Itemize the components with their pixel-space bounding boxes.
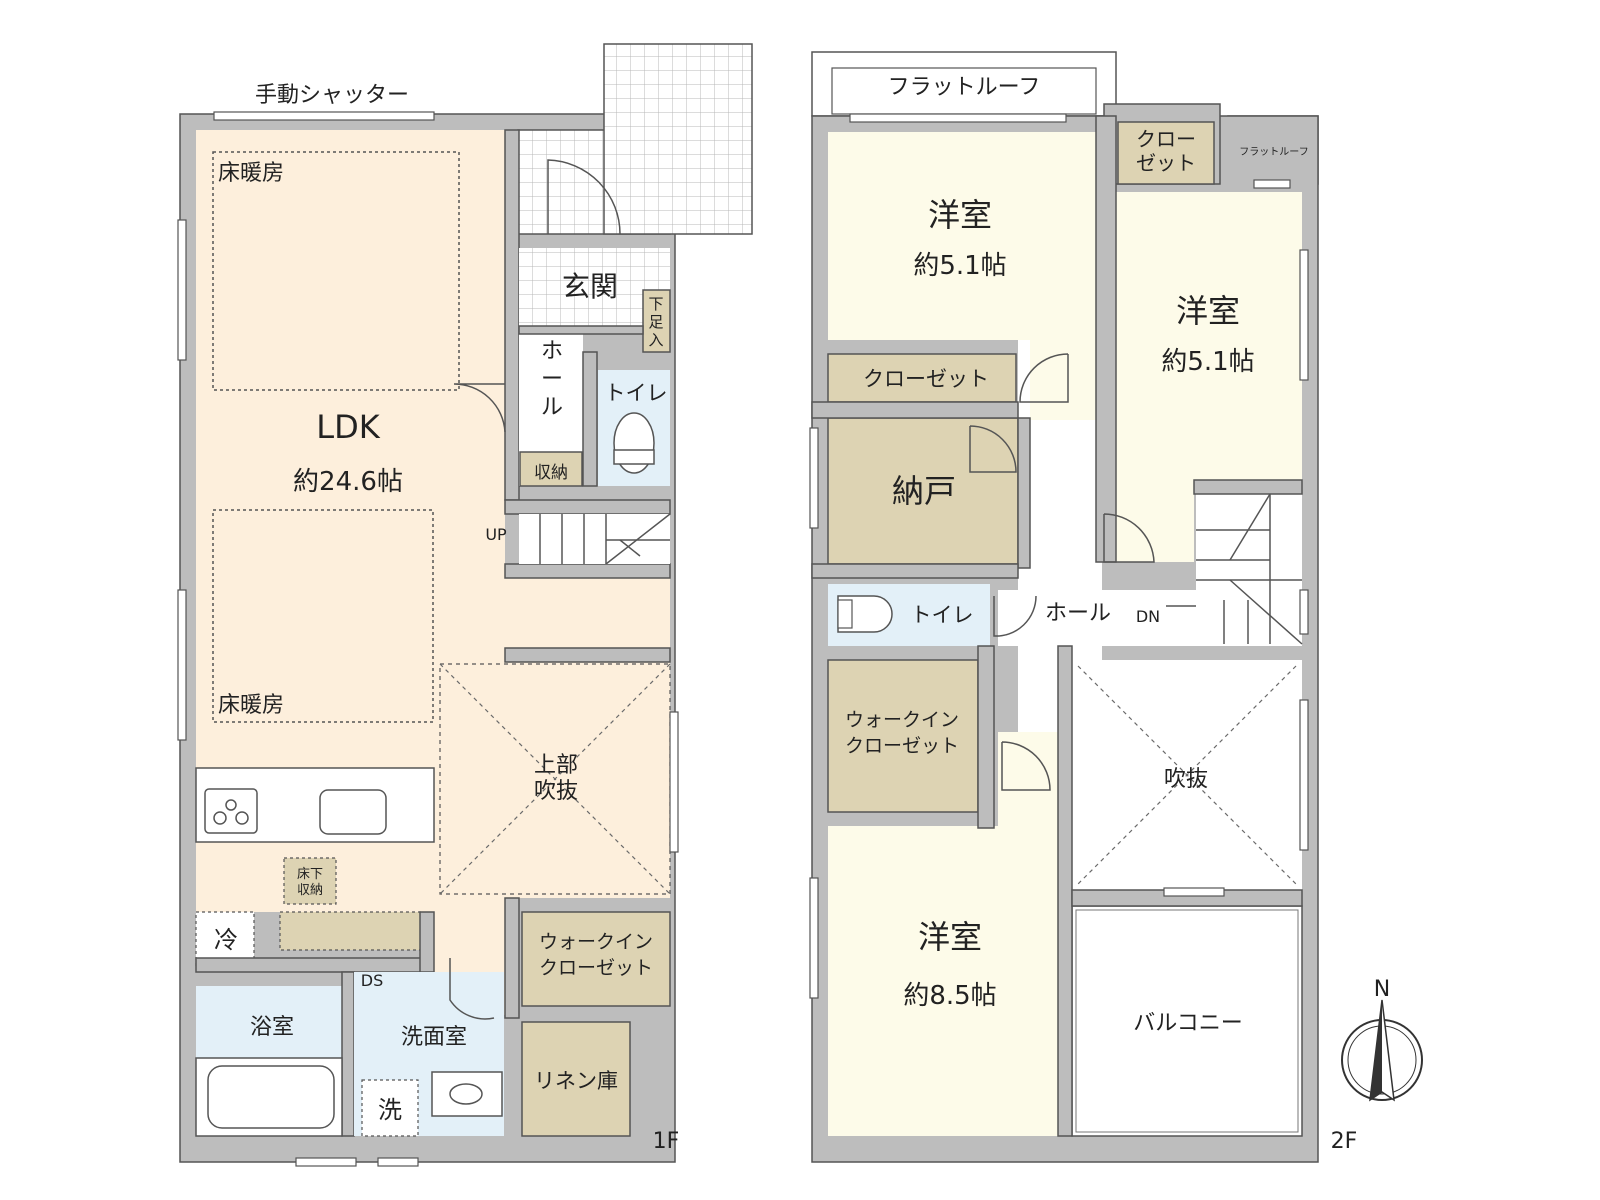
sink-icon (319, 789, 387, 835)
compass-north-label: N (1374, 977, 1390, 1002)
hall-2f-label: ホール (1045, 601, 1111, 626)
underfloor-label-1: 床下 (297, 867, 323, 882)
floor-heating-zone-1 (212, 151, 460, 391)
toilet-2f-label: トイレ (911, 603, 974, 627)
room-b-size: 約5.1帖 (1161, 347, 1254, 377)
shoe-box-label-2: 足 (648, 313, 663, 331)
ldk-corridor (505, 578, 670, 648)
hall-label-3: ル (541, 395, 563, 420)
floor-heating-zone-2 (212, 509, 434, 723)
flat-roof-small-label: フラットルーフ (1239, 146, 1308, 158)
room-c-door[interactable] (1001, 741, 1051, 791)
wic-2f-label-1: ウォークイン (845, 709, 959, 731)
counter-storage (279, 911, 423, 951)
bath-label: 浴室 (250, 1015, 294, 1040)
shutter-label: 手動シャッター (255, 83, 409, 108)
ldk-name: LDK (316, 408, 380, 446)
room-b-name: 洋室 (1176, 292, 1240, 330)
void-2f-label: 吹抜 (1164, 767, 1208, 792)
bathtub-icon (207, 1065, 335, 1129)
floor-heat-label-1: 床暖房 (218, 161, 284, 186)
room-c-name: 洋室 (918, 918, 982, 956)
hall-label-2: ー (541, 367, 563, 392)
closet-small-label-2: ゼット (1136, 151, 1196, 175)
floor-heat-label-2: 床暖房 (218, 693, 284, 718)
wic-1f (521, 911, 671, 1007)
void-above-label-1: 上部 (534, 753, 578, 778)
room-b-door[interactable] (1103, 513, 1155, 563)
void-above-label-2: 吹抜 (534, 779, 578, 804)
compass: N (1341, 977, 1423, 1102)
entrance-door[interactable] (547, 159, 621, 235)
room-c-size: 約8.5帖 (903, 981, 996, 1011)
shoe-box (642, 289, 671, 353)
wic-2f (827, 659, 979, 813)
washer-label: 洗 (378, 1096, 402, 1124)
stairs-1f (519, 513, 671, 565)
floor2-label: 2F (1331, 1129, 1358, 1154)
room-a (828, 132, 1096, 340)
kitchen-counter (195, 767, 435, 843)
toilet-label-1f: トイレ (605, 381, 668, 405)
balcony (1071, 905, 1303, 1137)
closet-small (1117, 121, 1215, 185)
floor1-label: 1F (653, 1129, 680, 1154)
room-a-door[interactable] (1019, 353, 1069, 403)
room-a-size: 約5.1帖 (913, 251, 1006, 281)
room-c (828, 732, 1058, 1136)
linen-label: リネン庫 (534, 1069, 618, 1093)
ldk-door[interactable] (453, 383, 506, 433)
linen-closet (521, 1021, 631, 1137)
fridge-label: 冷 (214, 926, 238, 954)
washer-space (361, 1079, 419, 1137)
balcony-label: バルコニー (1133, 1011, 1243, 1036)
ds-label: DS (361, 971, 383, 990)
ldk-size: 約24.6帖 (293, 467, 403, 497)
porch-tile-upper (603, 43, 753, 235)
closet-small-label-1: クロー (1136, 127, 1196, 151)
entrance-label: 玄関 (562, 270, 618, 303)
cooktop-icon (204, 788, 258, 834)
stairs-2f (1166, 493, 1303, 645)
washroom-door[interactable] (449, 958, 495, 1020)
window-shutter (213, 111, 435, 121)
nando-door[interactable] (969, 425, 1017, 473)
underfloor-storage (283, 857, 337, 905)
closet-label: クローゼット (863, 367, 989, 391)
floor-1: 手動シャッター 床暖房 床暖房 LDK 約24.6帖 玄関 下 足 入 ホ ー … (177, 43, 753, 1167)
room-a-name: 洋室 (928, 196, 992, 234)
hall-label-1: ホ (541, 339, 563, 364)
storage-label: 収納 (534, 463, 568, 483)
nando-label: 納戸 (892, 472, 956, 510)
floor-2: フラットルーフ フラットルーフ クロー ゼット 洋室 約5.1帖 洋室 約5.1… (809, 51, 1358, 1163)
storage-1f (519, 451, 583, 487)
wic-1f-label-2: クローゼット (539, 957, 653, 979)
dn-label: DN (1136, 607, 1160, 626)
flat-roof-label: フラットルーフ (888, 75, 1041, 100)
room-b (1116, 192, 1302, 562)
wic-1f-label-1: ウォークイン (539, 931, 653, 953)
wic-2f-label-2: クローゼット (845, 735, 959, 757)
toilet-2f-door[interactable] (993, 595, 1037, 637)
underfloor-label-2: 収納 (297, 883, 323, 898)
shoe-box-label-3: 入 (648, 331, 663, 349)
washroom-label: 洗面室 (401, 1025, 467, 1050)
shoe-box-label-1: 下 (648, 295, 663, 313)
up-label: UP (485, 525, 507, 544)
